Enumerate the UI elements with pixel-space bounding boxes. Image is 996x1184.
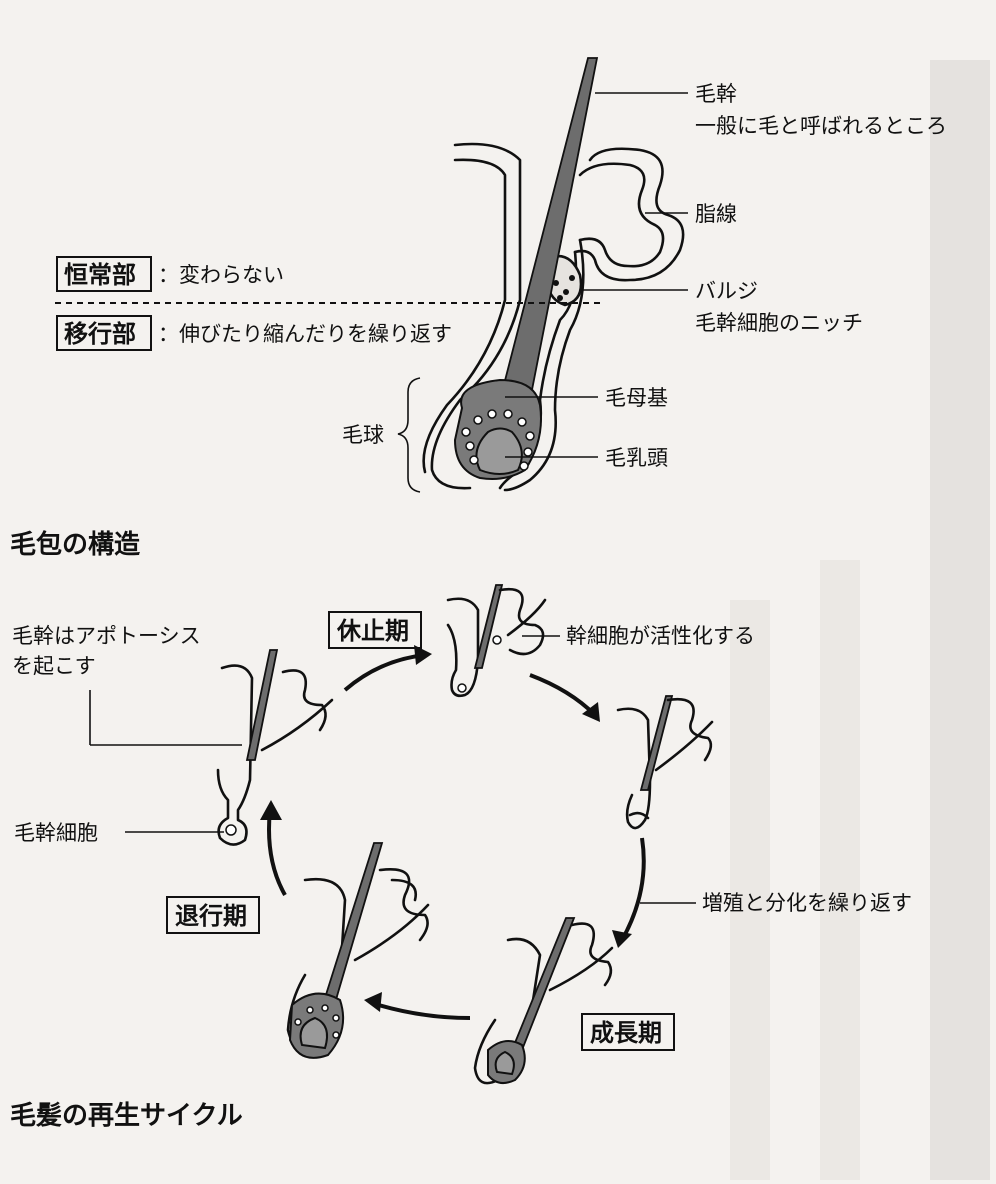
- arrow-anagen-grow: [620, 837, 646, 941]
- anagen-early-follicle: [616, 695, 714, 830]
- hair-cycle-diagram: 休止期 退行期 成長期 毛幹はアポトーシス を起こす 幹細胞が活性化する 増殖と…: [12, 584, 912, 1085]
- arrow-anagen-to-catagen: [371, 1001, 471, 1020]
- apoptosis-follicle: [89, 649, 334, 846]
- anagen-label: 成長期: [590, 1019, 662, 1047]
- arrow-catagen-to-telogen: [343, 653, 426, 692]
- arrow-catagen-up: [267, 809, 287, 896]
- transient-text: ：伸びたり縮んだりを繰り返す: [158, 322, 452, 346]
- label-shaft: 毛幹: [695, 82, 737, 106]
- telogen-label: 休止期: [336, 617, 409, 645]
- transient-box-label: 移行部: [64, 320, 136, 348]
- telogen-box: [328, 611, 422, 649]
- background-ghost: [730, 60, 990, 1180]
- catagen-follicle: [286, 842, 430, 1059]
- note-proliferate: 増殖と分化を繰り返す: [702, 891, 912, 915]
- permanent-text: ：変わらない: [158, 263, 284, 287]
- note-apoptosis-2: を起こす: [12, 654, 96, 678]
- permanent-box-label: 恒常部: [64, 261, 136, 289]
- matrix-cells: [461, 409, 535, 471]
- note-apoptosis-1: 毛幹はアポトーシス: [12, 624, 201, 648]
- follicle-structure-diagram: 毛幹 一般に毛と呼ばれるところ 脂線 バルジ 毛幹細胞のニッチ 毛母基 毛乳頭 …: [55, 57, 947, 493]
- note-stem-cell: 毛幹細胞: [14, 821, 98, 845]
- telogen-follicle: [446, 584, 560, 698]
- catagen-label: 退行期: [175, 902, 247, 930]
- structure-title: 毛包の構造: [10, 529, 140, 560]
- label-sebaceous: 脂線: [695, 202, 737, 226]
- label-bulge: バルジ: [695, 279, 758, 303]
- label-matrix: 毛母基: [605, 386, 668, 410]
- label-shaft-desc: 一般に毛と呼ばれるところ: [695, 114, 947, 138]
- note-stem-active: 幹細胞が活性化する: [566, 624, 755, 648]
- bulb-brace: [397, 377, 421, 493]
- arrow-telogen-to-anagen: [529, 673, 597, 717]
- label-bulge-desc: 毛幹細胞のニッチ: [695, 311, 863, 335]
- anagen-box: [581, 1013, 675, 1051]
- catagen-box: [166, 896, 260, 934]
- cycle-title: 毛髪の再生サイクル: [10, 1101, 243, 1131]
- label-papilla: 毛乳頭: [605, 446, 668, 470]
- label-bulb: 毛球: [342, 423, 384, 447]
- transient-box: [56, 315, 152, 351]
- anagen-follicle: [473, 917, 614, 1085]
- permanent-box: [56, 256, 152, 292]
